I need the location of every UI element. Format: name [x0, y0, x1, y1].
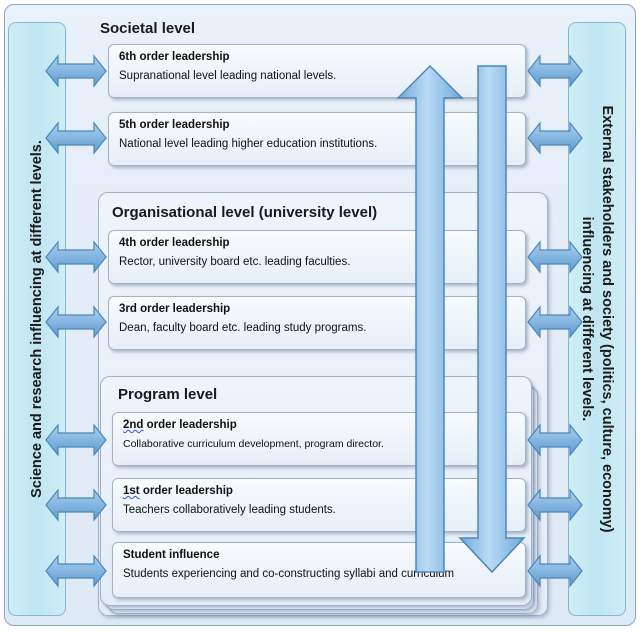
- left-double-arrow-1: [45, 54, 107, 88]
- left-double-arrow-2: [45, 121, 107, 155]
- organisational-level-title: Organisational level (university level): [112, 204, 378, 221]
- program-level-title: Program level: [118, 386, 218, 403]
- sixth-order-box: 6th order leadership Supranational level…: [108, 44, 526, 98]
- left-double-arrow-6: [45, 488, 107, 522]
- left-double-arrow-5: [45, 423, 107, 457]
- student-influence-title: Student influence: [123, 549, 220, 561]
- first-order-rest: order leadership: [139, 485, 233, 497]
- down-arrow: [458, 65, 526, 574]
- first-order-title: 1st order leadership: [123, 484, 525, 499]
- third-order-desc: Dean, faculty board etc. leading study p…: [119, 322, 367, 334]
- sixth-order-desc: Supranational level leading national lev…: [119, 70, 337, 82]
- first-order-prefix: 1st: [123, 485, 140, 497]
- fifth-order-box: 5th order leadership National level lead…: [108, 112, 526, 166]
- left-double-arrow-4: [45, 305, 107, 339]
- third-order-box: 3rd order leadership Dean, faculty board…: [108, 296, 526, 350]
- fourth-order-desc: Rector, university board etc. leading fa…: [119, 256, 351, 268]
- left-double-arrow-3: [45, 240, 107, 274]
- sixth-order-title: 6th order leadership: [119, 51, 230, 63]
- second-order-rest: order leadership: [143, 419, 237, 431]
- second-order-desc: Collaborative curriculum development, pr…: [123, 438, 384, 450]
- left-double-arrow-7: [45, 554, 107, 588]
- right-double-arrow-4: [527, 305, 583, 339]
- first-order-box: 1st order leadership Teachers collaborat…: [112, 478, 526, 532]
- right-double-arrow-7: [527, 554, 583, 588]
- right-double-arrow-3: [527, 240, 583, 274]
- fourth-order-title: 4th order leadership: [119, 237, 230, 249]
- societal-level-title: Societal level: [100, 20, 196, 37]
- up-arrow: [396, 64, 464, 573]
- right-double-arrow-5: [527, 423, 583, 457]
- fifth-order-title: 5th order leadership: [119, 119, 230, 131]
- fourth-order-box: 4th order leadership Rector, university …: [108, 230, 526, 284]
- student-influence-desc: Students experiencing and co-constructin…: [123, 568, 455, 580]
- right-double-arrow-1: [527, 54, 583, 88]
- third-order-title: 3rd order leadership: [119, 303, 231, 315]
- fifth-order-desc: National level leading higher education …: [119, 138, 378, 150]
- right-double-arrow-6: [527, 488, 583, 522]
- student-influence-box: Student influence Students experiencing …: [112, 542, 526, 598]
- first-order-desc: Teachers collaboratively leading student…: [123, 504, 336, 516]
- second-order-title: 2nd order leadership: [123, 418, 525, 433]
- second-order-prefix: 2nd: [123, 419, 144, 431]
- right-double-arrow-2: [527, 121, 583, 155]
- second-order-box: 2nd order leadership Collaborative curri…: [112, 412, 526, 466]
